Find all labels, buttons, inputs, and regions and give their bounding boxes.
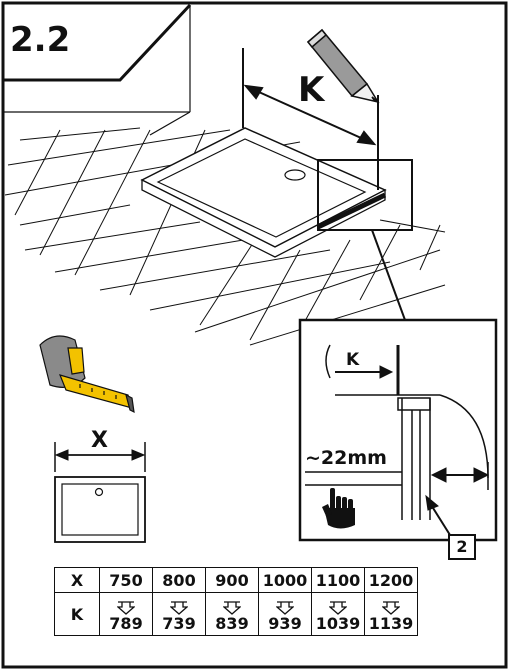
k-cell: 1039 bbox=[311, 592, 365, 636]
tray-plan bbox=[54, 442, 146, 543]
x-value: 1100 bbox=[311, 567, 365, 593]
k-value: 739 bbox=[162, 614, 196, 633]
k-value: 1139 bbox=[368, 614, 414, 633]
k-value: 839 bbox=[215, 614, 249, 633]
dimension-k bbox=[242, 48, 379, 190]
hand-pointing-icon bbox=[322, 488, 355, 529]
down-arrow-icon bbox=[223, 601, 241, 615]
detail-k-label: K bbox=[346, 350, 360, 370]
dimension-k-label: K bbox=[298, 70, 325, 110]
shower-tray bbox=[140, 127, 387, 258]
drain-hole bbox=[284, 169, 306, 181]
x-value: 900 bbox=[205, 567, 259, 593]
k-value: 939 bbox=[268, 614, 302, 633]
dimension-table: X 750 800 900 1000 1100 1200 K 789 739 8… bbox=[54, 567, 418, 636]
k-cell: 739 bbox=[152, 592, 206, 636]
down-arrow-icon bbox=[276, 601, 294, 615]
row-header-k: K bbox=[54, 592, 100, 636]
tape-measure-icon bbox=[39, 335, 135, 414]
x-value: 1000 bbox=[258, 567, 312, 593]
step-tab-border bbox=[3, 3, 192, 82]
table-row-k: K 789 739 839 939 1039 1139 bbox=[54, 592, 418, 636]
width-x-label: X bbox=[91, 428, 108, 453]
x-value: 1200 bbox=[364, 567, 418, 593]
zoom-leader bbox=[371, 229, 406, 321]
room-walls bbox=[3, 5, 191, 136]
down-arrow-icon bbox=[170, 601, 188, 615]
k-cell: 789 bbox=[99, 592, 153, 636]
step-number: 2.2 bbox=[10, 20, 71, 60]
down-arrow-icon bbox=[382, 601, 400, 615]
down-arrow-icon bbox=[329, 601, 347, 615]
detail-drawing bbox=[305, 344, 490, 536]
down-arrow-icon bbox=[117, 601, 135, 615]
pencil-icon bbox=[306, 28, 380, 104]
table-row-x: X 750 800 900 1000 1100 1200 bbox=[54, 567, 418, 593]
k-cell: 939 bbox=[258, 592, 312, 636]
k-value: 789 bbox=[109, 614, 143, 633]
x-value: 750 bbox=[99, 567, 153, 593]
gap-label: ~22mm bbox=[305, 447, 387, 469]
x-value: 800 bbox=[152, 567, 206, 593]
k-cell: 1139 bbox=[364, 592, 418, 636]
k-value: 1039 bbox=[315, 614, 361, 633]
zoom-marker bbox=[317, 159, 413, 231]
detail-reference-number: 2 bbox=[448, 534, 476, 560]
floor-tiles bbox=[4, 127, 446, 346]
k-cell: 839 bbox=[205, 592, 259, 636]
row-header-x: X bbox=[54, 567, 100, 593]
